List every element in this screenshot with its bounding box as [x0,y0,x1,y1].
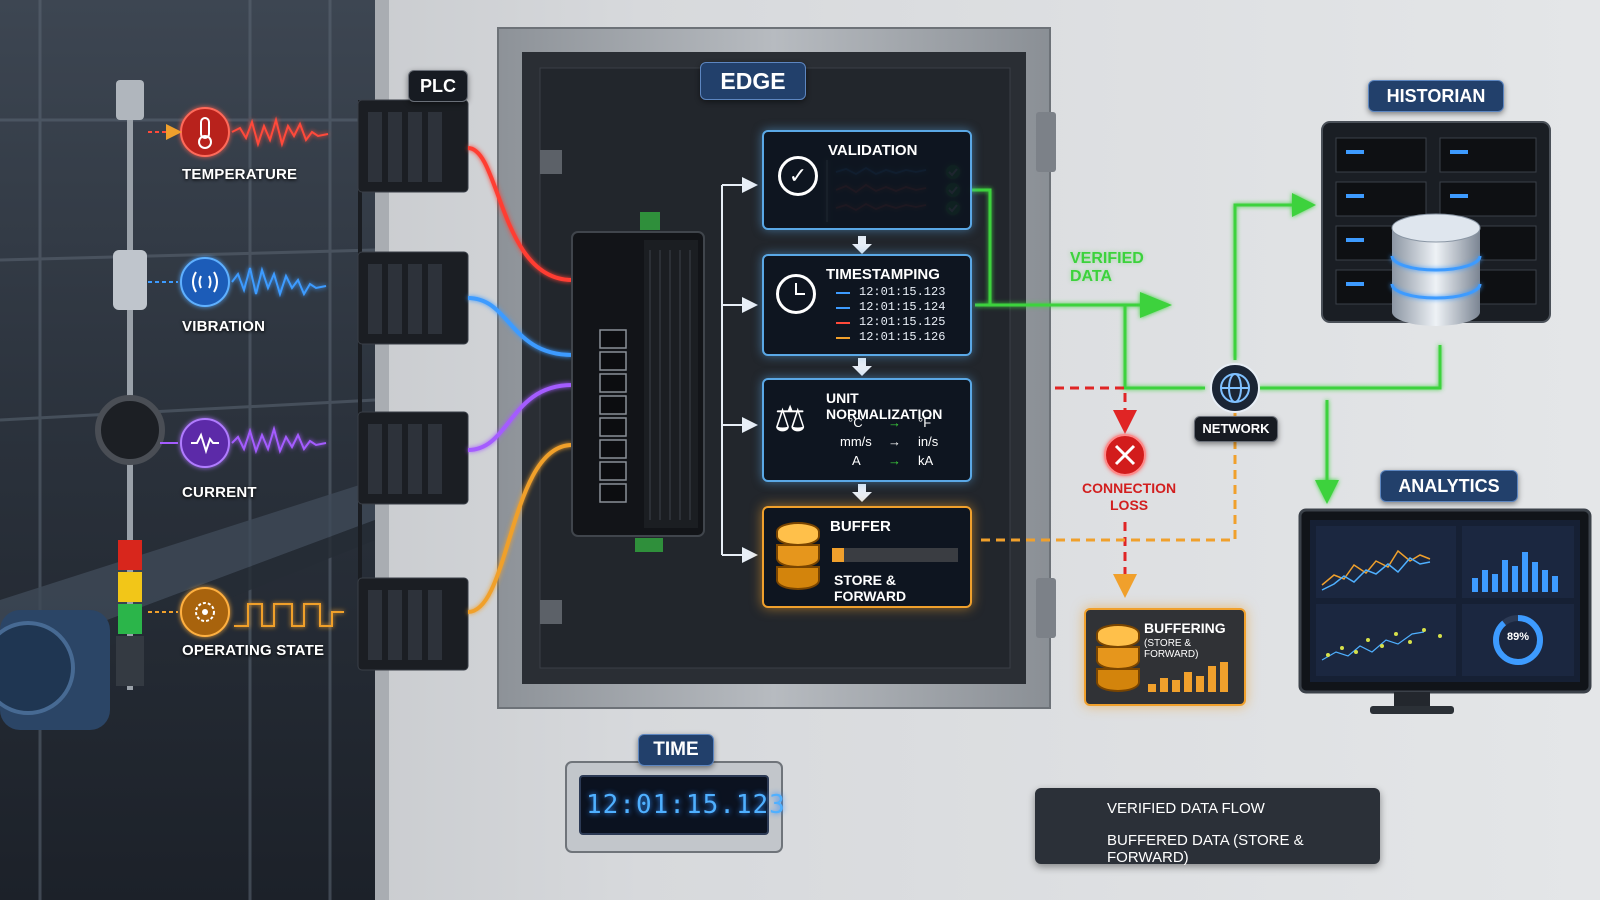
vibration-label: VIBRATION [182,318,266,335]
plc-tag: PLC [408,70,468,102]
vibration-icon [180,257,230,307]
analytics-gauge-value: 89% [1506,631,1530,643]
checkmark-circle-icon: ✓ [778,156,818,196]
unit-to-3: kA [918,453,934,468]
current-clamp [95,395,165,465]
analytics-line-chart-widget [1316,526,1456,598]
connection-loss-flow [975,386,1237,598]
buffering-subtitle: (STORE & FORWARD) [1144,638,1199,660]
temperature-probe [116,80,144,120]
vibration-signal [231,266,327,298]
operating-state-signal [234,603,344,627]
analytics-monitor [1298,508,1592,714]
operating-state-label: OPERATING STATE [182,642,325,659]
factory-shelving [0,0,376,900]
stack-light-red [118,540,142,570]
unit-to-1: °F [918,415,932,430]
temperature-label: TEMPERATURE [182,166,298,183]
unit-from-2: mm/s [840,434,872,449]
plc-cables [467,146,573,614]
unit-from-1: °C [848,415,863,430]
buffer-fill-bar [832,548,958,562]
timestamping-title: TIMESTAMPING [826,266,940,283]
vibration-sensor [113,250,147,310]
clock-icon [776,274,816,314]
legend: VERIFIED DATA FLOW BUFFERED DATA (STORE … [1035,788,1380,866]
time-clock-device [565,761,783,853]
buffering-panel: BUFFERING (STORE & FORWARD) [1084,608,1246,706]
cabinet-hinge-bottom [1036,578,1056,638]
buffer-title: BUFFER [830,518,891,535]
legend-verified-label: VERIFIED DATA FLOW [1107,800,1265,817]
connection-loss-icon [1104,434,1146,476]
current-signal [231,425,327,455]
timestamping-panel: TIMESTAMPING 12:01:15.123 12:01:15.124 1… [762,254,972,356]
cabinet-hinge-top [1036,112,1056,172]
connection-loss-label: CONNECTION LOSS [1082,480,1177,513]
temperature-signal [231,116,329,148]
legend-buffered-label: BUFFERED DATA (STORE & FORWARD) [1107,832,1304,866]
unit-from-3: A [852,453,861,468]
current-label: CURRENT [182,484,257,501]
network-tag: NETWORK [1194,416,1278,442]
timestamp-3: 12:01:15.125 [859,315,946,329]
database-icon [776,522,820,592]
step-arrows [852,236,872,502]
historian-server-rack [1321,121,1551,323]
buffer-panel: BUFFER STORE & FORWARD [762,506,972,608]
validation-panel: VALIDATION ✓ [762,130,972,230]
timestamp-1: 12:01:15.123 [859,285,946,299]
arrow-right-icon: → [888,453,901,468]
analytics-scatter-widget [1316,604,1456,676]
historian-tag: HISTORIAN [1368,80,1504,112]
unit-normalization-title: UNIT NORMALIZATION [826,390,943,422]
current-icon [180,418,230,468]
buffer-subtitle: STORE & FORWARD [834,572,907,604]
time-tag: TIME [638,734,714,766]
verified-data-flow [970,188,1442,504]
network-icon [1210,363,1260,413]
edge-gateway-switch [571,212,705,552]
database-icon [1096,624,1140,692]
validation-title: VALIDATION [828,142,918,159]
analytics-tag: ANALYTICS [1380,470,1518,502]
unit-to-2: in/s [918,434,939,449]
timestamp-4: 12:01:15.126 [859,330,946,344]
process-bracket [721,177,758,563]
verified-data-label: VERIFIED DATA [1070,250,1144,285]
edge-tag: EDGE [700,62,806,100]
buffering-bar-chart [1148,658,1236,692]
arrow-right-icon: → [888,415,901,430]
operating-state-icon [180,587,230,637]
analytics-bar-chart-widget [1462,526,1574,598]
motor [0,610,110,730]
analytics-gauge-widget [1462,604,1574,676]
scale-icon: ⚖ [774,398,807,439]
power-terminal [640,212,660,230]
plc-rack [357,99,469,671]
temperature-icon [180,107,230,157]
clock-display: 12:01:15.123 [586,790,786,820]
sensor-column [95,80,165,690]
stack-light-green [118,604,142,634]
buffering-title: BUFFERING [1144,620,1226,636]
arrow-right-icon: → [888,434,901,449]
unit-normalization-panel: UNIT NORMALIZATION ⚖ °C → °F mm/s → in/s… [762,378,972,482]
timestamp-2: 12:01:15.124 [859,300,946,314]
historian-database-icon [1390,213,1482,326]
stack-light-yellow [118,572,142,602]
verified-data-arrowhead [1140,292,1172,318]
